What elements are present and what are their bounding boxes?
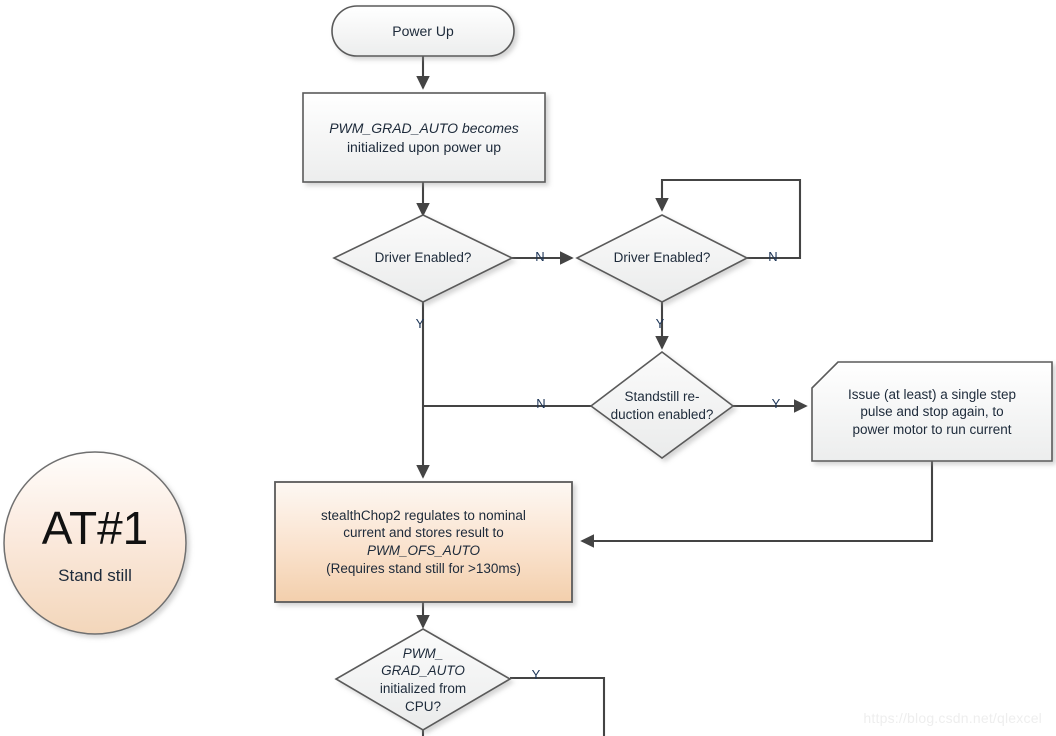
edge-label-driver2-no: N <box>768 249 778 264</box>
node-issue-single-step[interactable] <box>811 361 1053 462</box>
watermark: https://blog.csdn.net/qlexcel <box>863 710 1042 726</box>
node-driver-enabled-2[interactable] <box>575 214 749 303</box>
edge-label-driver1-no: N <box>535 249 545 264</box>
edge-cpu-yes <box>510 676 606 736</box>
edge-label-cpu-yes: Y <box>531 667 541 682</box>
edge-label-standstill-yes: Y <box>771 396 781 411</box>
node-stealthchop2-regulates[interactable] <box>274 481 573 603</box>
node-standstill-reduction[interactable] <box>589 350 735 459</box>
edge-driver2-no-loop <box>655 178 802 260</box>
node-at1-badge[interactable] <box>3 451 187 635</box>
node-driver-enabled-1[interactable] <box>332 214 514 303</box>
edge-label-driver2-yes: Y <box>655 316 665 331</box>
node-pwm-grad-auto-from-cpu[interactable] <box>334 628 512 731</box>
edge-label-standstill-no: N <box>536 396 546 411</box>
node-power-up[interactable] <box>331 5 515 57</box>
edge-issue-to-stealthchop2 <box>580 461 934 548</box>
edge-label-driver1-yes: Y <box>415 316 425 331</box>
node-pwm-grad-auto-init[interactable] <box>302 92 546 183</box>
